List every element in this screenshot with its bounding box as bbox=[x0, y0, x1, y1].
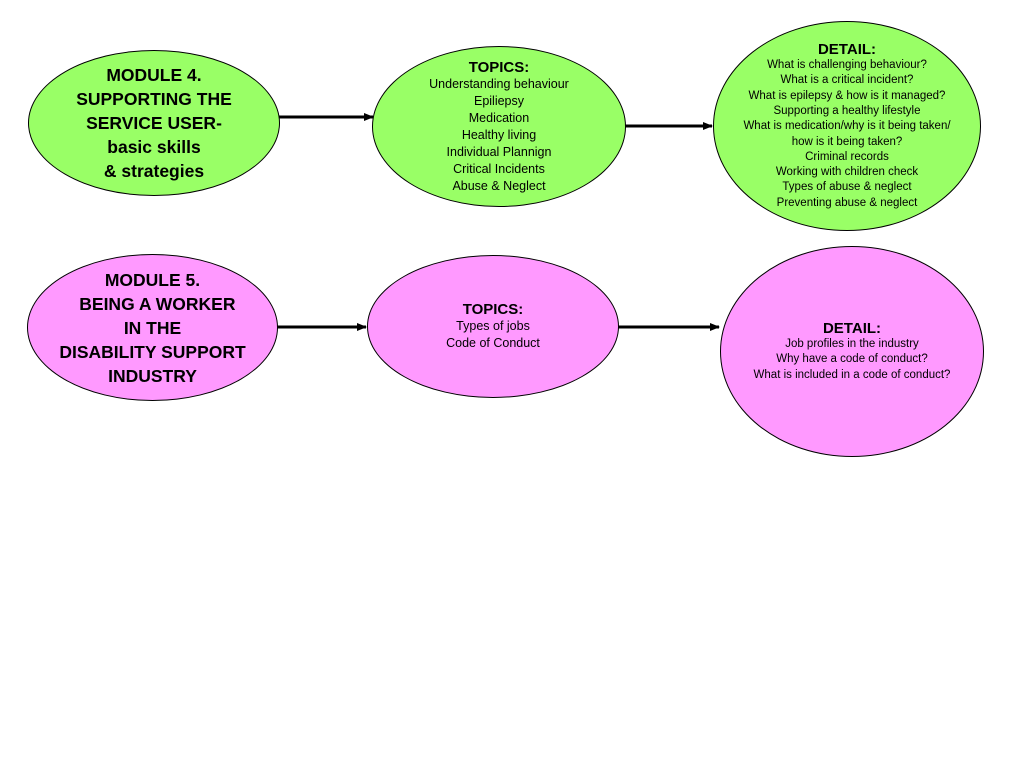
module4-detail-item: Types of abuse & neglect bbox=[782, 181, 912, 194]
module5-detail-item: Job profiles in the industry bbox=[785, 338, 919, 351]
module5-detail-item: Why have a code of conduct? bbox=[776, 353, 928, 366]
module5-detail-heading: DETAIL: bbox=[822, 320, 882, 338]
module4-node: MODULE 4. SUPPORTING THE SERVICE USER- b… bbox=[28, 50, 280, 196]
module4-detail-content: DETAIL: What is challenging behaviour? W… bbox=[743, 41, 950, 211]
module4-detail-item: Criminal records bbox=[805, 150, 889, 163]
module4-topics-content: TOPICS: Understanding behaviour Epilieps… bbox=[429, 59, 569, 195]
module5-detail-content: DETAIL: Job profiles in the industry Why… bbox=[754, 320, 951, 383]
module4-topics-heading: TOPICS: bbox=[468, 58, 530, 76]
module5-topics-content: TOPICS: Types of jobs Code of Conduct bbox=[446, 301, 540, 352]
module4-detail-node: DETAIL: What is challenging behaviour? W… bbox=[713, 21, 981, 231]
module4-detail-heading: DETAIL: bbox=[817, 41, 877, 59]
module4-detail-item: Working with children check bbox=[775, 166, 919, 179]
module5-detail-item: What is included in a code of conduct? bbox=[753, 368, 951, 381]
module4-topic-item: Epiliepsy bbox=[473, 93, 525, 108]
module4-detail-item: What is a critical incident? bbox=[780, 74, 914, 87]
module4-topic-item: Critical Incidents bbox=[453, 161, 545, 176]
module5-topic-item: Types of jobs bbox=[456, 319, 530, 333]
module5-title: MODULE 5. BEING A WORKER IN THE DISABILI… bbox=[59, 269, 246, 386]
module4-detail-item: Supporting a healthy lifestyle bbox=[773, 104, 921, 117]
module4-topics-node: TOPICS: Understanding behaviour Epilieps… bbox=[372, 46, 626, 207]
module4-detail-item: how is it being taken? bbox=[791, 135, 903, 148]
module4-topic-item: Individual Plannign bbox=[446, 144, 552, 159]
module4-topic-item: Medication bbox=[468, 110, 530, 125]
module4-topic-item: Abuse & Neglect bbox=[452, 178, 546, 193]
module5-topics-node: TOPICS: Types of jobs Code of Conduct bbox=[367, 255, 619, 398]
module4-detail-item: Preventing abuse & neglect bbox=[776, 196, 918, 209]
module4-topic-item: Healthy living bbox=[461, 127, 537, 142]
module4-detail-item: What is medication/why is it being taken… bbox=[743, 120, 951, 133]
module5-topic-item: Code of Conduct bbox=[446, 336, 540, 350]
module4-title: MODULE 4. SUPPORTING THE SERVICE USER- b… bbox=[76, 65, 232, 181]
module5-topics-heading: TOPICS: bbox=[462, 301, 524, 318]
module4-topic-item: Understanding behaviour bbox=[429, 76, 569, 91]
module4-detail-item: What is challenging behaviour? bbox=[767, 59, 927, 72]
module5-detail-node: DETAIL: Job profiles in the industry Why… bbox=[720, 246, 984, 457]
module4-detail-item: What is epilepsy & how is it managed? bbox=[748, 89, 946, 102]
module5-node: MODULE 5. BEING A WORKER IN THE DISABILI… bbox=[27, 254, 278, 401]
